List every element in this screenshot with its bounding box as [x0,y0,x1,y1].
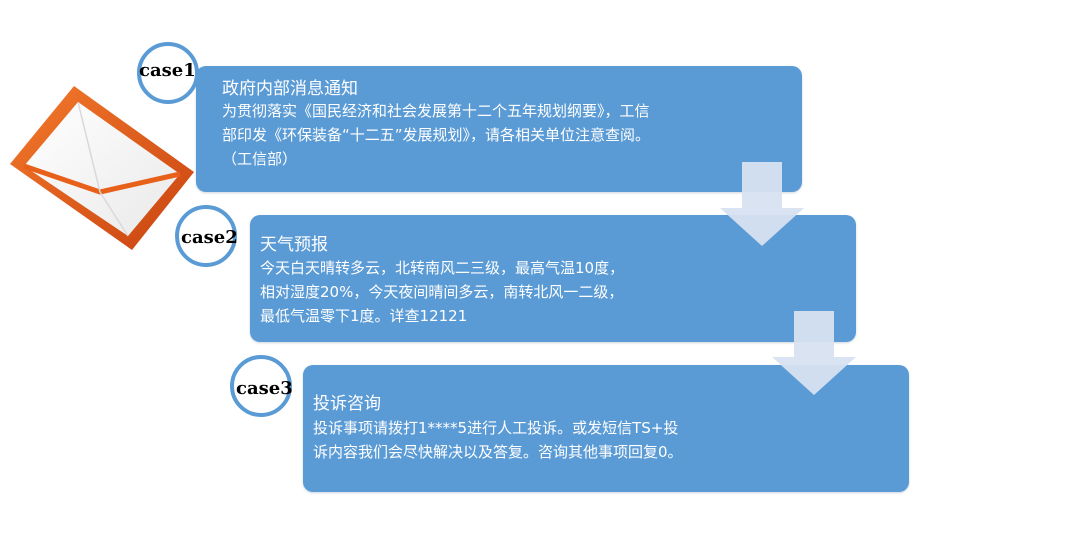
case1-body: 为贯彻落实《国民经济和社会发展第十二个五年规划纲要》，工信 部印发《环保装备“十… [222,99,650,171]
case3-title: 投诉咨询 [313,394,381,414]
case3-body-line: 投诉事项请拨打1****5进行人工投诉。或发短信TS+投 [313,419,679,437]
case3-badge-label: case3 [236,378,293,399]
case1-body-line: （工信部） [222,150,298,168]
down-arrow-icon [720,162,804,246]
case2-body: 今天白天晴转多云，北转南风二三级，最高气温10度， 相对湿度20%，今天夜间晴间… [260,256,624,328]
case1-card: 政府内部消息通知 为贯彻落实《国民经济和社会发展第十二个五年规划纲要》，工信 部… [196,66,802,192]
down-arrow-icon [772,311,856,395]
case1-body-line: 部印发《环保装备“十二五”发展规划》，请各相关单位注意查阅。 [222,126,651,144]
case1-title: 政府内部消息通知 [222,79,358,99]
case3-body: 投诉事项请拨打1****5进行人工投诉。或发短信TS+投 诉内容我们会尽快解决以… [313,416,683,464]
case3-badge [230,355,292,417]
case2-body-line: 今天白天晴转多云，北转南风二三级，最高气温10度， [260,259,625,277]
case2-body-line: 最低气温零下1度。详查12121 [260,307,468,325]
case3-body-line: 诉内容我们会尽快解决以及答复。咨询其他事项回复0。 [313,443,683,461]
case2-badge-label: case2 [181,227,238,248]
case1-badge [137,42,199,104]
case2-body-line: 相对湿度20%，今天夜间晴间多云，南转北风一二级， [260,283,624,301]
mail-envelope-icon [10,86,194,250]
case2-badge [175,205,237,267]
case1-badge-label: case1 [139,60,196,81]
case1-body-line: 为贯彻落实《国民经济和社会发展第十二个五年规划纲要》，工信 [222,102,650,120]
case2-title: 天气预报 [260,235,328,255]
